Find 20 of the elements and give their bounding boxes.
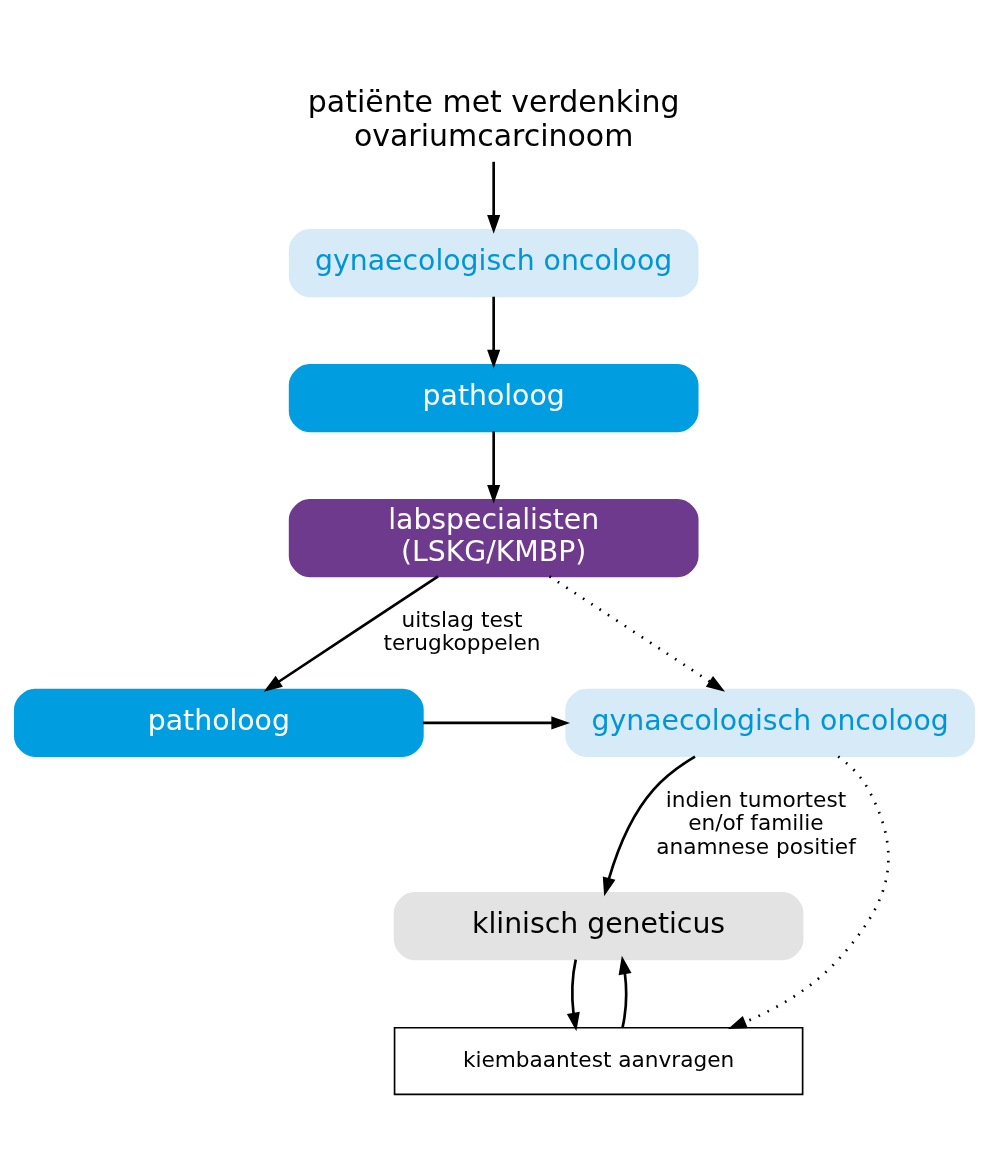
- node-text: patiënte met verdenking ovariumcarcinoom: [307, 84, 680, 153]
- edge-label: indien tumortest en/of familie anamnese positief: [656, 786, 856, 859]
- node-box: kiembaantest aanvragen: [393, 1026, 804, 1096]
- arrow: [487, 431, 501, 504]
- arrow: [566, 959, 580, 1032]
- node-box: klinisch geneticus: [393, 891, 804, 961]
- arrow: [487, 161, 501, 234]
- node-box: patholoog: [288, 363, 699, 433]
- node-box: labspecialisten (LSKG/KMBP): [288, 498, 699, 578]
- arrow: [727, 755, 890, 1030]
- arrow: [422, 716, 571, 730]
- arrow: [602, 755, 696, 897]
- node-box: gynaecologisch oncoloog: [288, 229, 699, 298]
- arrow: [263, 575, 439, 692]
- node-box: gynaecologisch oncoloog: [565, 688, 976, 758]
- arrow: [548, 575, 726, 692]
- node-box: patholoog: [13, 688, 424, 758]
- edge-label: uitslag test terugkoppelen: [383, 606, 541, 656]
- arrow: [487, 296, 501, 369]
- arrow: [618, 955, 632, 1028]
